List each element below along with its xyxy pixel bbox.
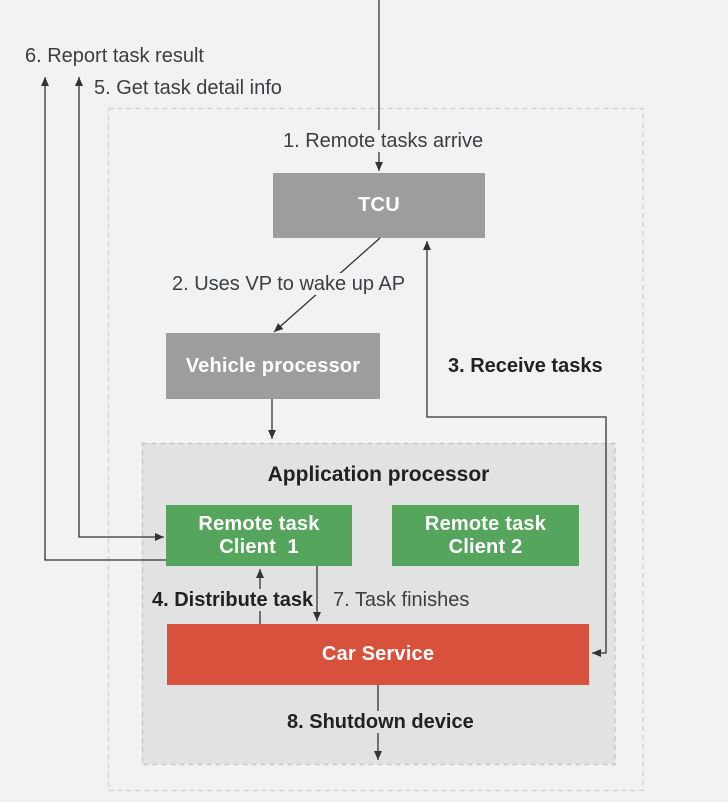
application-processor-title: Application processor [267,463,490,486]
tcu-box: TCU [273,173,485,238]
step-6-label: 6. Report task result [25,45,204,67]
step-4-label: 4. Distribute task [150,589,316,611]
step-7-label: 7. Task finishes [333,589,470,611]
remote-task-client-1-box: Remote task Client 1 [166,505,352,566]
vehicle-processor-label: Vehicle processor [185,354,361,377]
step-1-label: 1. Remote tasks arrive [281,130,486,152]
tcu-label: TCU [358,194,400,216]
step-5-label: 5. Get task detail info [94,77,282,99]
vehicle-processor-box: Vehicle processor [166,333,380,399]
car-service-box: Car Service [167,624,589,685]
step-3-label: 3. Receive tasks [448,355,603,377]
remote-task-client-2-label: Remote task Client 2 [424,512,547,558]
car-service-label: Car Service [321,643,435,665]
remote-task-client-2-box: Remote task Client 2 [392,505,579,566]
remote-task-client-1-label: Remote task Client 1 [198,512,320,558]
step-2-label: 2. Uses VP to wake up AP [170,273,408,295]
step-8-label: 8. Shutdown device [285,711,476,733]
